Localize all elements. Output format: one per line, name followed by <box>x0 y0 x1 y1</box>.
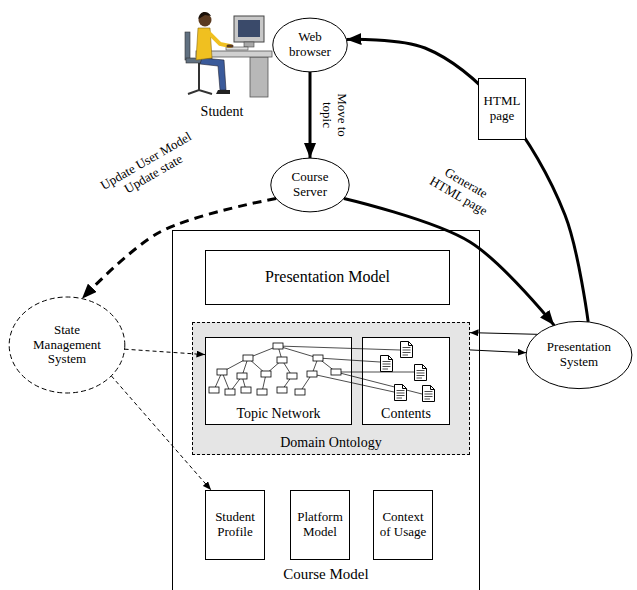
node-label: Topic Network <box>236 406 320 422</box>
node-label: Domain Ontology <box>280 435 382 451</box>
ontology-region: Domain Ontology Topic Network Contents <box>192 322 470 455</box>
node-label: Course Server <box>283 170 338 200</box>
node-label: Course Model <box>283 566 368 583</box>
figure-caption: Student <box>201 104 244 120</box>
system-ellipse: Presentation System <box>525 320 633 390</box>
node-label: Presentation Model <box>265 268 390 286</box>
content-documents <box>381 342 435 402</box>
node-label: Web browser <box>284 30 336 60</box>
topic-nodes <box>209 343 341 395</box>
model-box: Student Profile <box>205 490 265 560</box>
student-figure <box>185 12 272 97</box>
flow-arrow <box>309 72 312 158</box>
client-ellipse: Web browser <box>272 17 348 73</box>
model-container: Course Model Presentation ModelDomain Ont… <box>172 230 480 590</box>
contents-box: Contents <box>362 337 450 425</box>
model-box: Platform Model <box>290 490 350 560</box>
model-box: Context of Usage <box>373 490 433 560</box>
node-label: Contents <box>381 406 431 422</box>
network-box: Topic Network <box>205 337 352 425</box>
system-ellipse: State Management System <box>8 295 126 395</box>
edge-label: Move to topic <box>319 84 349 146</box>
node-label: State Management System <box>26 323 108 368</box>
model-box: Presentation Model <box>205 250 450 305</box>
flow-arrow <box>470 350 526 353</box>
dashed-arrow <box>82 198 276 298</box>
node-label: Presentation System <box>542 340 617 370</box>
node-label: Context of Usage <box>378 510 428 540</box>
edge-label: Update User Model Update state <box>84 121 216 214</box>
flow-arrow <box>470 333 537 335</box>
node-label: Student Profile <box>210 510 260 540</box>
server-ellipse: Course Server <box>270 157 350 213</box>
node-label: Platform Model <box>295 510 345 540</box>
document-label: HTML page <box>478 78 526 140</box>
topic-network-graph <box>214 346 422 394</box>
edge-label: Generate HTML page <box>421 158 503 223</box>
